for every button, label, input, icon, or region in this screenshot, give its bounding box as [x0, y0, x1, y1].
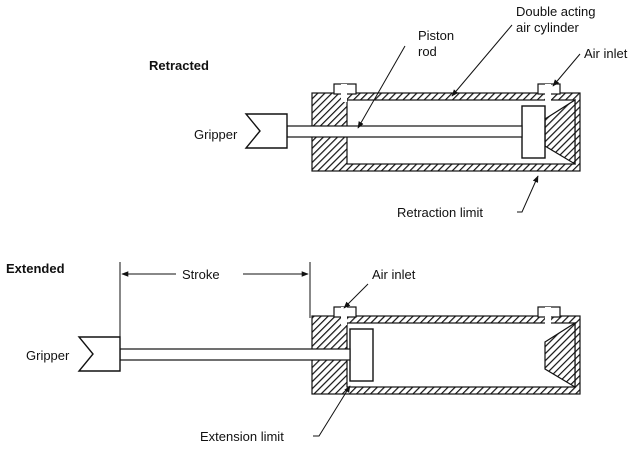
piston-rod-label-line2: rod [418, 44, 437, 59]
gripper-label-extended: Gripper [26, 348, 70, 363]
cylinder-leader [451, 24, 513, 97]
stroke-dimension [119, 262, 311, 342]
piston-head-retracted [521, 105, 546, 159]
piston-rod-retracted [286, 125, 523, 138]
extension-limit-label: Extension limit [200, 429, 284, 444]
retraction-limit-label: Retraction limit [397, 205, 483, 220]
piston-rod-extended [119, 348, 351, 361]
extension-limit-leader [313, 385, 351, 437]
extended-heading: Extended [6, 261, 65, 276]
piston-rod-leader [357, 45, 406, 129]
air-inlet-leader-extended [343, 283, 369, 309]
gripper-extended [77, 336, 121, 372]
retraction-limit-leader [517, 175, 539, 213]
cylinder-label-line2: air cylinder [516, 20, 580, 35]
cylinder-label-line1: Double acting [516, 4, 596, 19]
retracted-assembly [244, 83, 581, 172]
air-inlet-label-retracted: Air inlet [584, 46, 628, 61]
extended-assembly [77, 306, 581, 395]
piston-head-extended [349, 328, 374, 382]
stroke-label: Stroke [182, 267, 220, 282]
air-inlet-leader-retracted [552, 53, 581, 87]
gripper-retracted [244, 113, 288, 149]
piston-rod-label-line1: Piston [418, 28, 454, 43]
retracted-heading: Retracted [149, 58, 209, 73]
air-inlet-label-extended: Air inlet [372, 267, 416, 282]
gripper-label-retracted: Gripper [194, 127, 238, 142]
